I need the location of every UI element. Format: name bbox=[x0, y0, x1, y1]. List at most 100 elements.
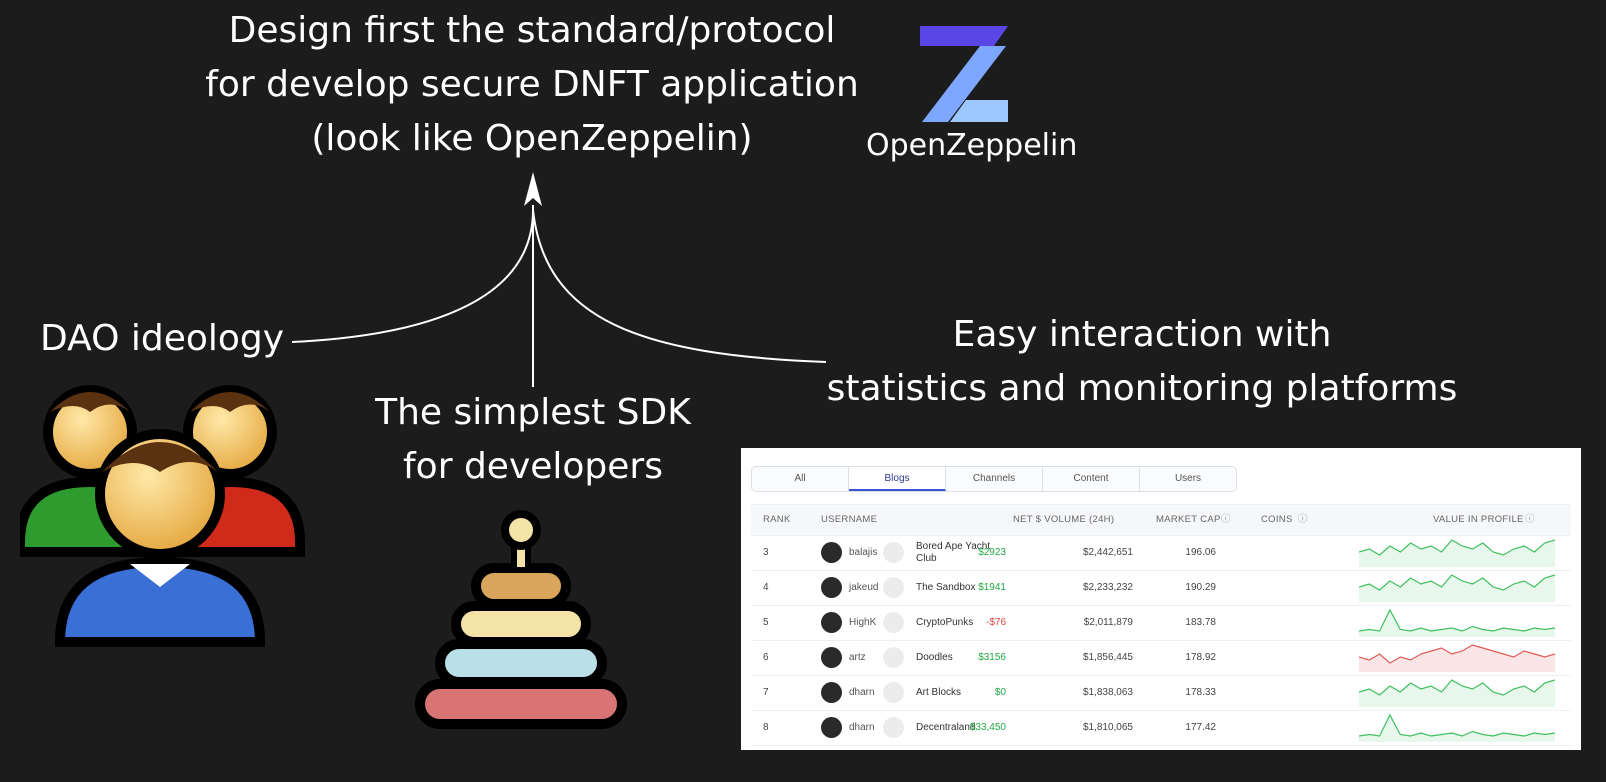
avatar[interactable] bbox=[821, 682, 842, 703]
tab-users[interactable]: Users bbox=[1174, 473, 1202, 484]
table-row[interactable]: 6 artz Doodles $3156 $1,856,445 178.92 bbox=[751, 640, 1571, 676]
sparkline-line bbox=[1359, 608, 1555, 632]
username[interactable]: artz bbox=[849, 652, 866, 663]
avatar[interactable] bbox=[821, 612, 842, 633]
rank-value: 4 bbox=[763, 582, 769, 593]
market-cap-value: $1,810,065 bbox=[1082, 722, 1133, 733]
market-cap-value: $2,011,879 bbox=[1083, 617, 1133, 628]
users-group-icon bbox=[20, 385, 305, 647]
collection-icon bbox=[883, 577, 904, 598]
market-cap-value: $2,233,232 bbox=[1082, 582, 1133, 593]
pyramid-toy-icon bbox=[415, 510, 627, 729]
username[interactable]: dharn bbox=[849, 722, 875, 733]
openzeppelin-logo-icon bbox=[920, 26, 1008, 122]
protocol-title-line-3: (look like OpenZeppelin) bbox=[311, 118, 753, 159]
sparkline-area bbox=[1359, 610, 1555, 637]
stats-label-line-1: Easy interaction with bbox=[952, 314, 1332, 355]
collection-icon bbox=[883, 542, 904, 563]
value-sparkline bbox=[1359, 644, 1555, 672]
col-volume[interactable]: NET $ VOLUME (24H) bbox=[1013, 514, 1115, 525]
avatar[interactable] bbox=[821, 647, 842, 668]
volume-value: $33,450 bbox=[969, 722, 1006, 733]
col-rank[interactable]: RANK bbox=[763, 514, 791, 525]
rank-value: 3 bbox=[763, 547, 769, 558]
collection-icon bbox=[883, 647, 904, 668]
collection-icon bbox=[883, 612, 904, 633]
rank-value: 5 bbox=[763, 617, 769, 628]
avatar[interactable] bbox=[821, 577, 842, 598]
sparkline-line bbox=[1359, 644, 1555, 664]
help-icon[interactable]: ⓘ bbox=[1221, 514, 1231, 525]
tab-channels[interactable]: Channels bbox=[946, 467, 1043, 491]
rank-value: 8 bbox=[763, 722, 769, 733]
protocol-title-line-2: for develop secure DNFT application bbox=[205, 64, 859, 105]
sdk-label-line-1: The simplest SDK bbox=[375, 392, 691, 433]
sparkline-area bbox=[1359, 540, 1555, 567]
value-sparkline bbox=[1359, 539, 1555, 567]
protocol-title-line-1: Design first the standard/protocol bbox=[228, 10, 836, 51]
coins-value: 190.29 bbox=[1185, 582, 1216, 593]
sparkline-area bbox=[1359, 575, 1555, 602]
collection-name[interactable]: Art Blocks bbox=[916, 686, 962, 698]
table-row[interactable]: 4 jakeud The Sandbox$1941 $2,233,232 190.29 bbox=[751, 570, 1571, 606]
collection-name[interactable]: The Sandbox bbox=[916, 581, 976, 593]
arrow-from-stats bbox=[532, 209, 827, 363]
help-icon[interactable]: ⓘ bbox=[1525, 514, 1535, 525]
coins-value: 178.92 bbox=[1185, 652, 1216, 663]
coins-value: 196.06 bbox=[1185, 547, 1216, 558]
collection-icon bbox=[883, 682, 904, 703]
avatar[interactable] bbox=[821, 717, 842, 738]
sdk-label-line-2: for developers bbox=[403, 446, 663, 487]
volume-value: $2923 bbox=[978, 547, 1006, 558]
col-coins[interactable]: COINS bbox=[1261, 514, 1293, 525]
sparkline-area bbox=[1359, 645, 1555, 672]
username[interactable]: dharn bbox=[849, 687, 875, 698]
coins-value: 177.42 bbox=[1185, 722, 1216, 733]
help-icon[interactable]: ⓘ bbox=[1298, 514, 1308, 525]
username[interactable]: HighK bbox=[849, 617, 877, 628]
collection-name[interactable]: CryptoPunks bbox=[916, 616, 974, 628]
market-cap-value: $1,838,063 bbox=[1082, 687, 1133, 698]
value-sparkline bbox=[1359, 574, 1555, 602]
market-cap-value: $2,442,651 bbox=[1082, 547, 1133, 558]
collection-icon bbox=[883, 717, 904, 738]
value-sparkline bbox=[1359, 679, 1555, 707]
coins-value: 183.78 bbox=[1185, 617, 1216, 628]
volume-value: $3156 bbox=[978, 652, 1006, 663]
volume-value: $1941 bbox=[978, 582, 1006, 593]
sparkline-area bbox=[1359, 715, 1555, 742]
statistics-panel: All Blogs Channels Content Users RANK US… bbox=[741, 448, 1581, 750]
table-row[interactable]: 5 HighK CryptoPunks -$76 $2,011,879 183.78 bbox=[751, 605, 1571, 641]
rank-value: 6 bbox=[763, 652, 769, 663]
dao-ideology-label: DAO ideology bbox=[40, 318, 285, 359]
tab-content[interactable]: Content bbox=[1043, 467, 1140, 491]
table-row[interactable]: 3 balajis Bored Ape Yacht Club$2923 $2,442,… bbox=[751, 535, 1571, 571]
sparkline-line bbox=[1359, 539, 1555, 556]
col-market-cap[interactable]: MARKET CAP bbox=[1156, 514, 1221, 525]
tab-all[interactable]: All bbox=[752, 467, 849, 491]
market-cap-value: $1,856,445 bbox=[1082, 652, 1133, 663]
sparkline-line bbox=[1359, 574, 1555, 591]
username[interactable]: balajis bbox=[849, 547, 878, 558]
table-header: RANK USERNAME NET $ VOLUME (24H) MARKET … bbox=[751, 504, 1571, 536]
coins-value: 178.33 bbox=[1185, 687, 1216, 698]
avatar[interactable] bbox=[821, 542, 842, 563]
value-sparkline bbox=[1359, 608, 1555, 637]
volume-value: -$76 bbox=[985, 617, 1006, 628]
col-value-in-profile[interactable]: VALUE IN PROFILE bbox=[1433, 514, 1524, 525]
collection-name[interactable]: Doodles bbox=[916, 651, 953, 663]
col-username[interactable]: USERNAME bbox=[821, 514, 878, 525]
collection-name[interactable]: Decentraland bbox=[916, 721, 976, 733]
sparkline-line bbox=[1359, 679, 1555, 696]
table-row[interactable]: 8 dharn Decentraland$33,450 $1,810,065 177.4… bbox=[751, 710, 1571, 746]
arrow-head-icon bbox=[524, 172, 542, 206]
collection-name[interactable]: Bored Ape Yacht Club bbox=[916, 540, 991, 564]
openzeppelin-name: OpenZeppelin bbox=[866, 128, 1078, 163]
username[interactable]: jakeud bbox=[849, 582, 879, 593]
stats-label-line-2: statistics and monitoring platforms bbox=[826, 368, 1458, 409]
arrow-from-dao bbox=[291, 209, 534, 343]
sparkline-line bbox=[1359, 713, 1555, 737]
tab-blogs[interactable]: Blogs bbox=[849, 467, 946, 491]
